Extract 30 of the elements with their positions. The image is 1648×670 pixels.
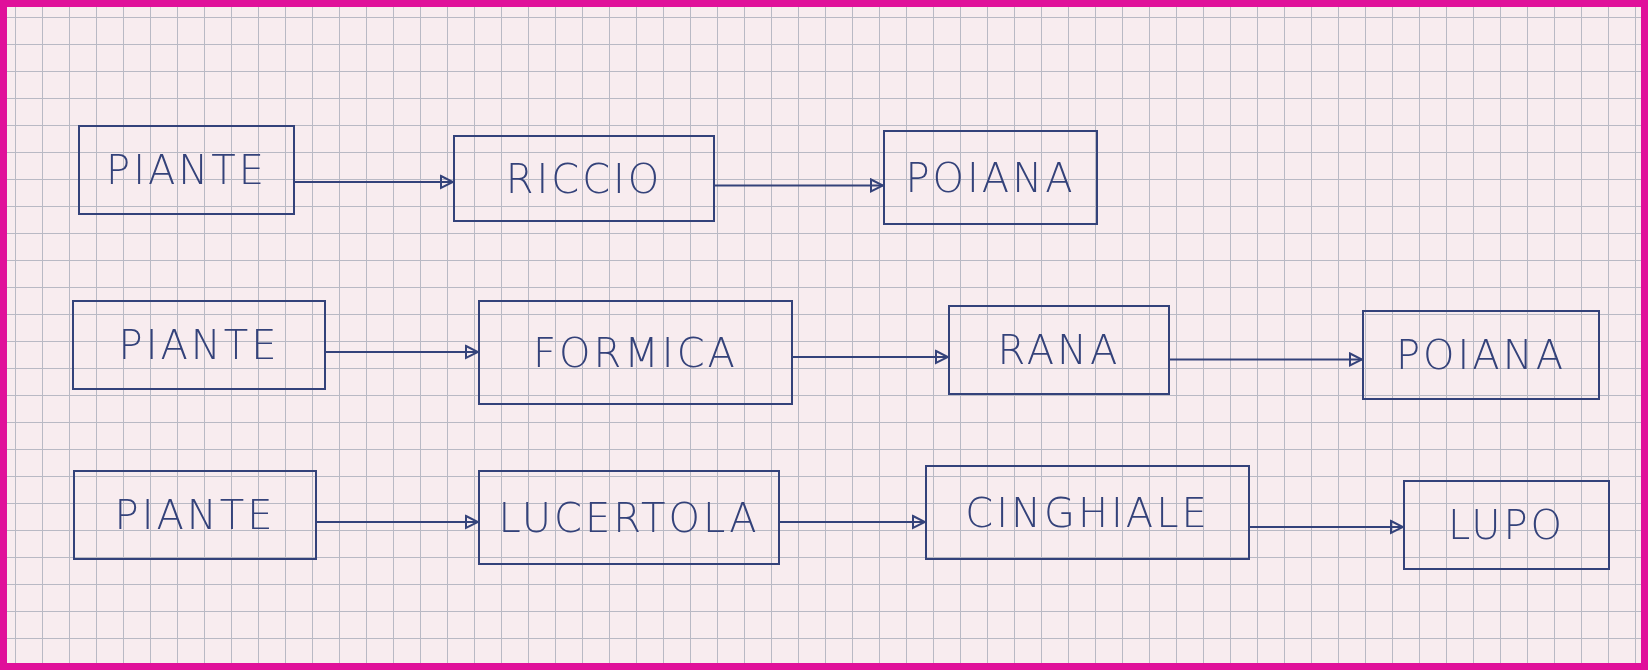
process-box <box>925 465 1250 560</box>
process-box <box>948 305 1170 395</box>
box-label: PIANTE <box>114 492 276 538</box>
box-label: RANA <box>997 327 1121 373</box>
box-label: PIANTE <box>118 322 280 368</box>
box-label: LUCERTOLA <box>498 494 760 541</box>
process-box <box>1362 310 1600 400</box>
arrow <box>792 350 949 364</box>
arrow <box>294 175 454 189</box>
box-label: RICCIO <box>505 155 663 202</box>
box-label: CINGHIALE <box>965 489 1210 536</box>
process-box <box>883 130 1098 225</box>
process-box <box>78 125 295 215</box>
arrow <box>1169 352 1363 367</box>
arrow <box>779 515 926 529</box>
box-label: LUPO <box>1447 502 1566 548</box>
box-label: POIANA <box>1395 332 1567 378</box>
arrow <box>714 178 884 193</box>
arrow <box>1249 520 1404 534</box>
box-label: FORMICA <box>533 329 738 376</box>
process-box <box>478 300 793 405</box>
process-box <box>72 300 326 390</box>
arrow <box>325 345 479 359</box>
arrow <box>316 515 479 529</box>
process-box <box>1403 480 1610 570</box>
process-box <box>478 470 780 565</box>
process-box <box>453 135 715 222</box>
box-label: PIANTE <box>106 147 267 193</box>
process-box <box>73 470 317 560</box>
box-label: POIANA <box>905 154 1076 201</box>
